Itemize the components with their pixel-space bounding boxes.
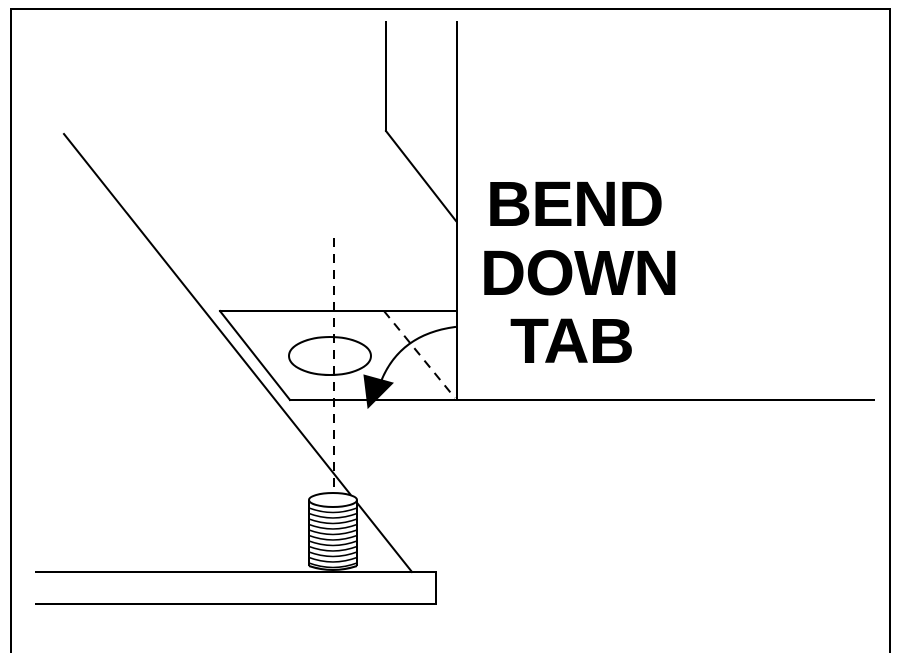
tab-plate [218,309,458,402]
callout-line-down: DOWN [480,237,680,309]
diagonal-panel-edge [62,132,414,574]
threaded-stud [308,492,358,571]
base-plate [35,571,437,605]
tab-hole [288,336,372,376]
vertical-bracket [384,21,875,401]
callout-line-bend: BEND [486,168,664,240]
callout-line-tab: TAB [510,305,635,377]
bend-fold-line [383,310,456,399]
bend-arrow [363,325,457,410]
frame-border [10,8,891,653]
